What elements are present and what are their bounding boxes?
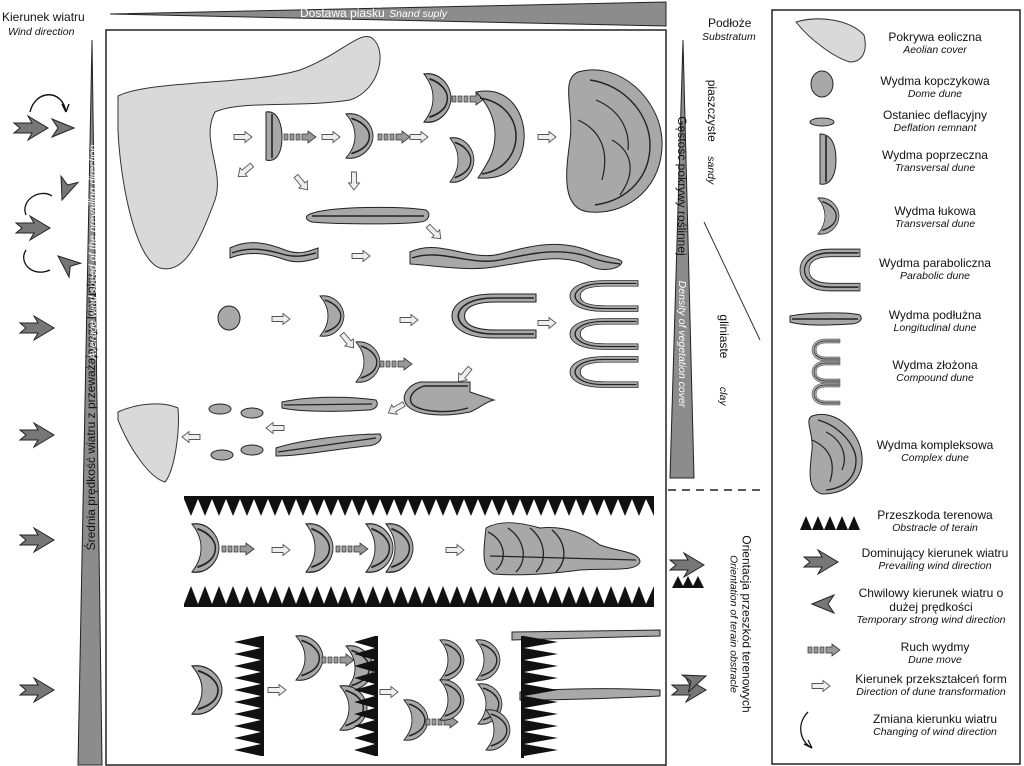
legend-item-dune-move: Ruch wydmy Dune move [900,640,970,666]
legend-item-prevailing-wind: Dominujący kierunek wiatru Prevailing wi… [861,546,1009,572]
legend-item-complex-dune: Wydma kompleksowa Complex dune [876,438,994,464]
legend-item-transversal-dune: Wydma poprzeczna Transversal dune [882,148,988,174]
vegetation-density-wedge [669,39,695,479]
wind-change-icon [800,711,813,749]
right-wind-symbols [669,552,710,703]
dune-move-arrow-icon [807,643,841,657]
aeolian-cover-icon [795,18,866,63]
complex-dune-icon [808,414,863,495]
prevailing-wind-icon [803,549,839,575]
dune-evolution-clay [117,279,639,483]
legend-item-dome-dune: Wydma kopczykowa Dome dune [880,74,990,100]
substratum-title: Podłoże [708,16,752,30]
deflation-remnant-icon [809,117,835,127]
barchan-dune-icon [817,197,840,235]
obstacle-perpendicular [191,629,661,758]
longitudinal-dune-icon [789,312,862,326]
legend-item-wind-change: Zmiana kierunku wiatru Changing of wind … [872,712,998,738]
compound-dune-icon [811,338,841,406]
transversal-dune-icon [819,133,837,185]
legend-item-longitudinal-dune: Wydma podłużna Longitudinal dune [888,308,982,334]
legend-item-transformation: Kierunek przekształceń form Direction of… [855,672,1007,698]
dome-dune-icon [810,70,834,98]
sand-supply-wedge [109,1,667,27]
legend-item-parabolic-dune: Wydma paraboliczna Parabolic dune [879,256,991,282]
legend-icons [789,18,866,749]
legend-item-aeolian-cover: Pokrywa eoliczna Aeolian cover [888,30,982,56]
wind-column-symbols [13,94,82,703]
main-frame [105,29,667,766]
substratum-title-en: Substratum [702,31,756,43]
strong-wind-icon [811,594,835,614]
wind-direction-title: Kierunek wiatru [2,10,85,24]
wind-direction-title-en: Wind direction [8,26,75,38]
legend-item-barchan-dune: Wydma łukowa Transversal dune [894,204,976,230]
legend-item-deflation-remnant: Ostaniec deflacyjny Deflation remnant [882,108,988,134]
legend-item-compound-dune: Wydma złożona Compound dune [892,358,978,384]
legend-item-strong-wind: Chwilowy kierunek wiatru o dużej prędkoś… [856,586,1006,626]
sand-supply-label: Dostawa piasku Snand suply [300,6,447,20]
terrain-obstacle-icon [800,516,860,530]
obstacle-corridor [184,496,654,607]
wind-speed-wedge [77,39,103,766]
legend-item-terrain-obstacle: Przeszkoda terenowa Obstracle of terain [877,508,993,534]
substratum-divider [703,221,761,341]
dune-evolution-sandy [117,36,663,270]
legend-frame [771,9,1021,765]
transformation-arrow-icon [811,680,831,692]
